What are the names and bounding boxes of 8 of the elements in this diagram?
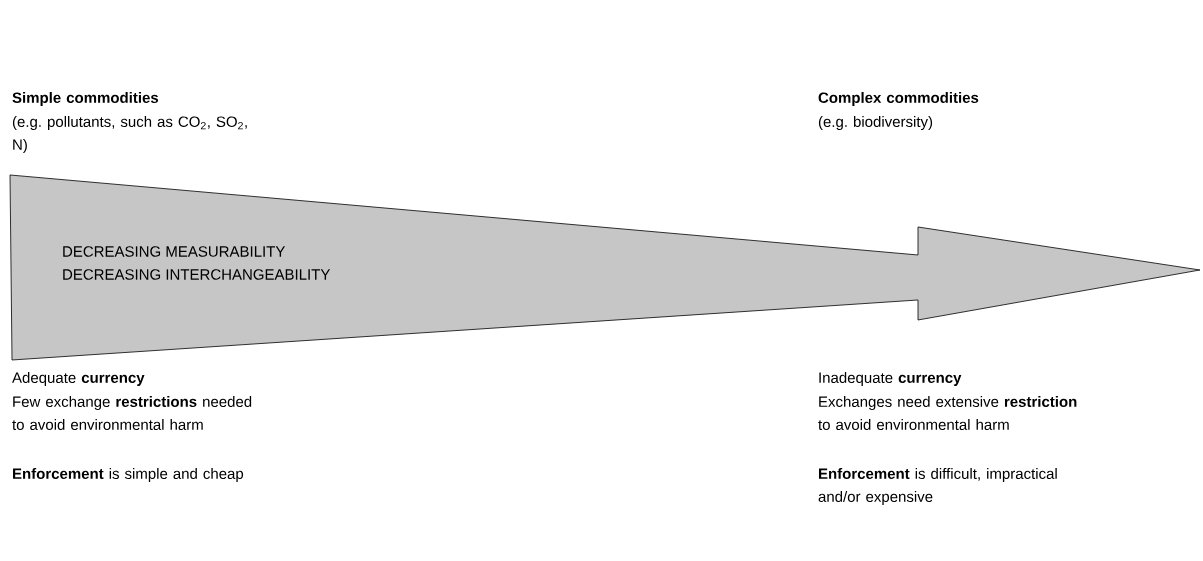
description-text: Exchanges need extensive restriction to avoid environmental harm [818, 396, 1077, 430]
description-text: Few exchange restrictions needed to avoid environmental harm [12, 396, 252, 430]
description-text: Enforcement is simple and cheap [13, 468, 244, 482]
description-text: (e.g. biodiversity) [818, 116, 933, 130]
heading: Simple commodities [12, 92, 159, 106]
description-text: (e.g. pollutants, such as CO$_{2}$, SO$_{2}$, N) [12, 116, 247, 153]
description-text: Enforcement is difficult, impractical and/or expensive [818, 468, 1057, 505]
heading: Complex commodities [818, 92, 979, 106]
